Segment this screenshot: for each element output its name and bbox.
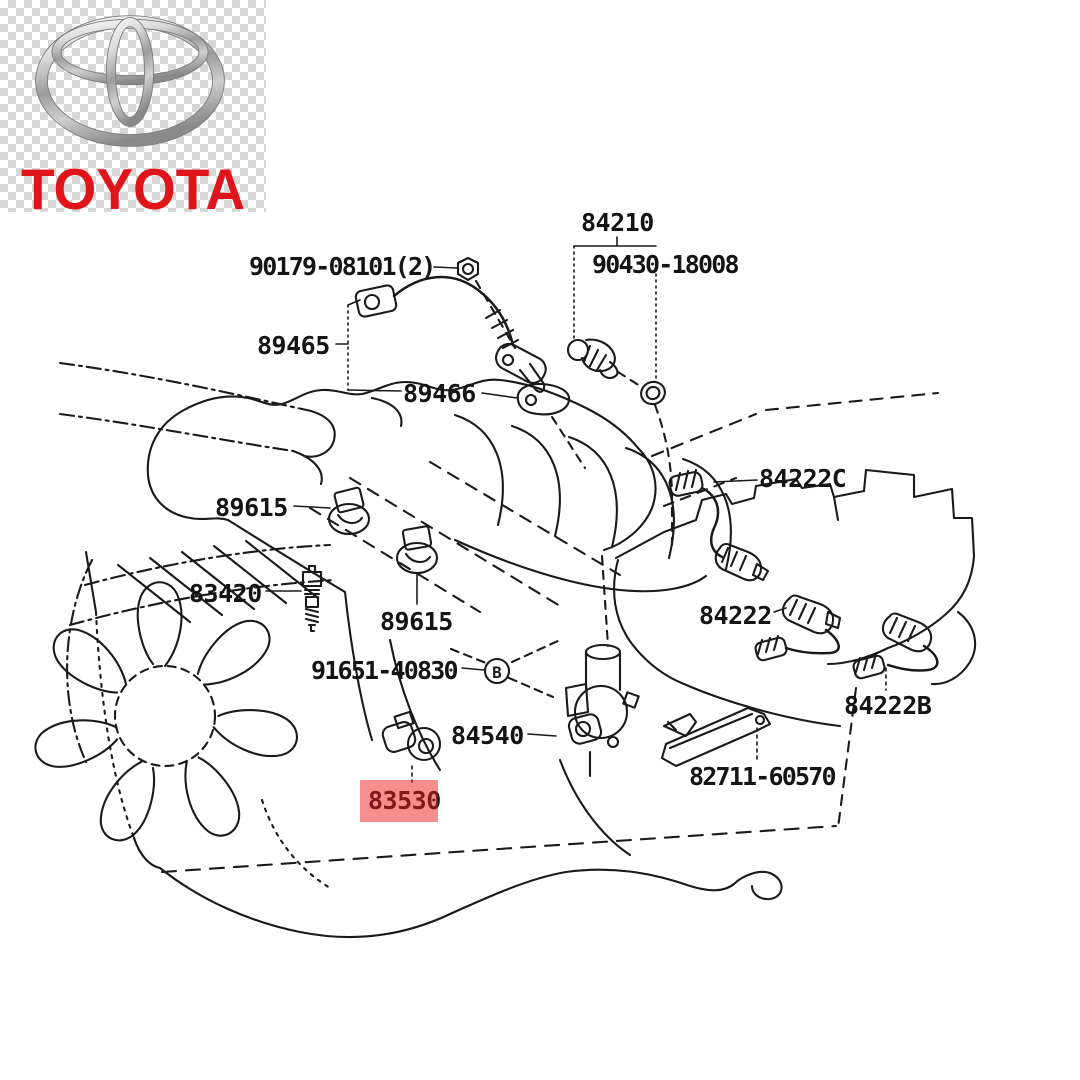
part-label-89615-upper: 89615 xyxy=(215,493,288,522)
part-89615-sensor-upper xyxy=(293,486,371,536)
part-84210-sensor xyxy=(566,236,657,388)
part-82711-bracket xyxy=(660,706,772,768)
part-label-90430-18008: 90430-18008 xyxy=(592,250,740,279)
part-label-82711-60570: 82711-60570 xyxy=(689,762,837,791)
highlight-83530 xyxy=(360,780,438,822)
right-stepped-panel xyxy=(613,391,977,728)
part-label-91651-40830: 91651-40830 xyxy=(311,656,459,685)
part-84540-vsv-valve xyxy=(527,643,640,749)
fan-shroud-arc xyxy=(66,558,94,764)
part-label-90179-08101: 90179-08101(2) xyxy=(249,252,436,281)
part-84222-oxygen-sensor xyxy=(754,594,842,662)
logo-transparency-background xyxy=(0,0,266,212)
part-90179-nut xyxy=(433,256,517,350)
part-84222c-oxygen-sensor xyxy=(668,468,770,582)
construction-lines xyxy=(68,415,622,648)
part-83420-spark-plug xyxy=(265,564,323,633)
part-83530-oil-pressure-switch xyxy=(381,710,442,783)
hatched-panel xyxy=(116,539,320,624)
part-label-89466: 89466 xyxy=(403,379,476,408)
part-label-84222B: 84222B xyxy=(844,691,932,720)
part-label-84210: 84210 xyxy=(581,208,654,237)
part-label-84222: 84222 xyxy=(699,601,772,630)
part-89466-gasket xyxy=(481,382,571,416)
part-91651-bolt-callout: B xyxy=(449,638,562,699)
valve-cover-outline xyxy=(58,361,403,486)
toyota-emblem-icon xyxy=(35,15,225,147)
part-84222b-oxygen-sensor xyxy=(852,612,939,691)
part-label-89615-lower: 89615 xyxy=(380,607,453,636)
brand-wordmark: TOYOTA xyxy=(20,157,246,222)
part-90430-ring xyxy=(640,380,674,547)
part-label-89465: 89465 xyxy=(257,331,330,360)
part-89615-sensor-lower xyxy=(395,525,439,605)
intake-manifold xyxy=(146,378,732,594)
fan-lower-line xyxy=(260,798,332,890)
callout-letter-b: B xyxy=(492,663,502,682)
part-label-84222C: 84222C xyxy=(759,464,847,493)
part-89465-sensor-assembly xyxy=(335,275,547,393)
part-label-84540: 84540 xyxy=(451,721,524,750)
engine-block-oil-pan xyxy=(84,550,858,939)
part-label-83420: 83420 xyxy=(189,579,262,608)
fan-blades xyxy=(34,581,298,842)
